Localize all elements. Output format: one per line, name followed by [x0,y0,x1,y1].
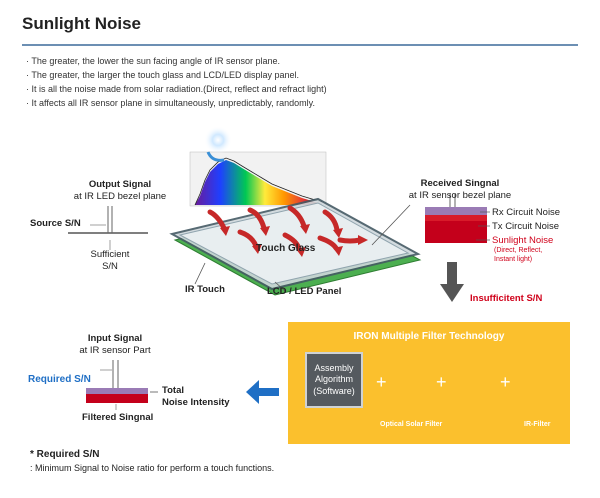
sunlight-noise-detail-1: (Direct, Reflect, [494,247,543,254]
filtered-signal-label: Filtered Singnal [82,412,154,423]
source-sn-label: Source S/N [30,218,81,229]
output-signal-subtitle: at IR LED bezel plane [73,191,167,202]
received-signal-subtitle: at IR sensor bezel plane [408,190,512,201]
input-signal-subtitle: at IR sensor Part [79,345,151,356]
solar-spectrum-chart [189,151,327,207]
algo-line-2: Algorithm [314,374,353,385]
touch-glass-label: Touch Glass [256,243,316,254]
bullet-3: It is all the noise made from solar radi… [26,84,327,94]
plus-sign-3: + [500,372,511,392]
required-sn-label: Required S/N [28,374,91,385]
ir-touch-label: IR Touch [185,284,225,295]
sunlight-noise-label: Sunlight Noise [492,235,554,246]
algo-line-3: (Software) [313,385,355,396]
sufficient-label-2: S/N [102,261,118,272]
footnote-text: : Minimum Signal to Noise ratio for perf… [30,463,275,473]
sunlight-noise-detail-2: Instant light) [494,256,533,263]
sun-icon [204,126,232,154]
left-arrow-icon [246,380,279,404]
bullet-2: The greater, the larger the touch glass … [26,70,299,80]
assembly-algorithm-box: Assembly Algorithm (Software) [305,352,363,408]
input-signal-graph [86,360,158,410]
ir-filter-label: IR-Filter [524,421,551,428]
total-label: Total [162,385,184,396]
output-signal-title: Output Signal [88,179,152,190]
bullet-4: It affects all IR sensor plane in simult… [26,98,315,108]
optical-solar-filter-label: Optical Solar Filter [380,421,443,428]
red-arrowheads [220,224,368,257]
lcd-panel-label: LCD / LED Panel [267,286,342,297]
output-signal-graph [68,206,148,250]
filter-technology-title: IRON Multiple Filter Technology [353,331,505,342]
title-divider [22,44,578,46]
rx-noise-label: Rx Circuit Noise [492,207,561,218]
down-arrow-icon [440,262,464,302]
noise-intensity-label: Noise Intensity [162,397,230,408]
sun-ray-arrow-icon [206,151,225,162]
received-signal-bar [425,194,490,243]
algo-line-1: Assembly [314,363,354,374]
page-title: Sunlight Noise [22,14,141,33]
insufficient-sn-label: Insufficitent S/N [470,293,543,304]
sufficient-label-1: Sufficient [90,249,130,260]
plus-sign-2: + [436,372,447,392]
bullet-1: The greater, the lower the sun facing an… [26,56,280,66]
received-signal-title: Received Singnal [420,178,500,189]
input-signal-title: Input Signal [87,333,143,344]
footnote-title: * Required S/N [30,449,100,460]
plus-sign-1: + [376,372,387,392]
tx-noise-label: Tx Circuit Noise [492,221,560,232]
